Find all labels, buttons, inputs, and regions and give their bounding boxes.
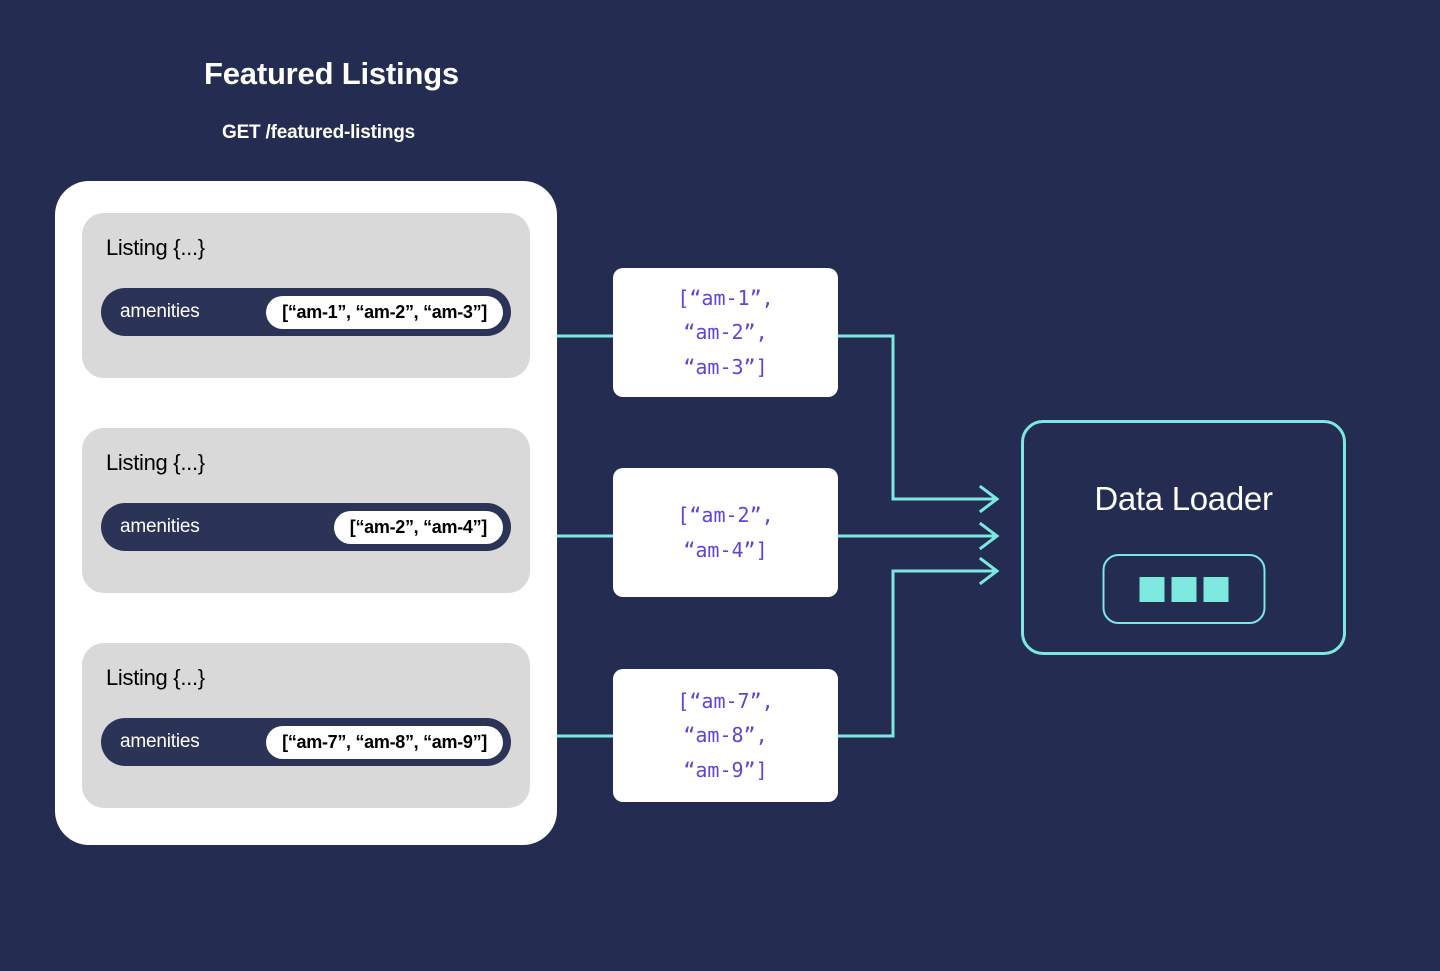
arrowhead-bottom: [978, 556, 1000, 586]
amenities-value-chip: [“am-1”, “am-2”, “am-3”]: [266, 295, 503, 329]
connector-code-3-to-loader: [838, 569, 997, 738]
loader-square-icon: [1203, 576, 1228, 602]
endpoint-label: GET /featured-listings: [222, 122, 416, 143]
amenities-array-text: [“am-2”, “am-4”]: [677, 503, 774, 562]
amenities-array-text: [“am-1”, “am-2”, “am-3”]: [677, 285, 774, 379]
listing-title: Listing {...}: [106, 665, 205, 690]
amenities-field[interactable]: amenities [“am-1”, “am-2”, “am-3”]: [101, 288, 511, 336]
amenities-key-label: amenities: [120, 516, 200, 537]
amenities-array-text: [“am-7”, “am-8”, “am-9”]: [677, 688, 774, 782]
page-title: Featured Listings: [204, 56, 459, 91]
listing-card[interactable]: Listing {...} amenities [“am-1”, “am-2”,…: [82, 213, 530, 378]
amenities-key-label: amenities: [120, 731, 200, 752]
amenities-value-chip: [“am-7”, “am-8”, “am-9”]: [266, 725, 503, 759]
listing-title: Listing {...}: [106, 235, 205, 260]
loader-square-icon: [1171, 576, 1196, 602]
amenities-array-box: [“am-7”, “am-8”, “am-9”]: [613, 669, 838, 802]
amenities-key-label: amenities: [120, 301, 200, 322]
loader-square-icon: [1139, 576, 1164, 602]
data-loader-title: Data Loader: [1094, 480, 1273, 517]
loader-chip-icon: [1102, 554, 1265, 624]
amenities-array-box: [“am-2”, “am-4”]: [613, 468, 838, 597]
amenities-field[interactable]: amenities [“am-2”, “am-4”]: [101, 503, 511, 551]
featured-listings-panel: Listing {...} amenities [“am-1”, “am-2”,…: [55, 181, 557, 845]
amenities-array-box: [“am-1”, “am-2”, “am-3”]: [613, 268, 838, 397]
listing-title: Listing {...}: [106, 450, 205, 475]
arrowhead-top: [978, 484, 1000, 514]
data-loader-node[interactable]: Data Loader: [1021, 420, 1346, 655]
listing-card[interactable]: Listing {...} amenities [“am-7”, “am-8”,…: [82, 643, 530, 808]
arrowhead-middle: [978, 521, 1000, 551]
connector-code-1-to-loader: [838, 334, 997, 501]
listing-card[interactable]: Listing {...} amenities [“am-2”, “am-4”]: [82, 428, 530, 593]
amenities-field[interactable]: amenities [“am-7”, “am-8”, “am-9”]: [101, 718, 511, 766]
amenities-value-chip: [“am-2”, “am-4”]: [333, 510, 503, 544]
